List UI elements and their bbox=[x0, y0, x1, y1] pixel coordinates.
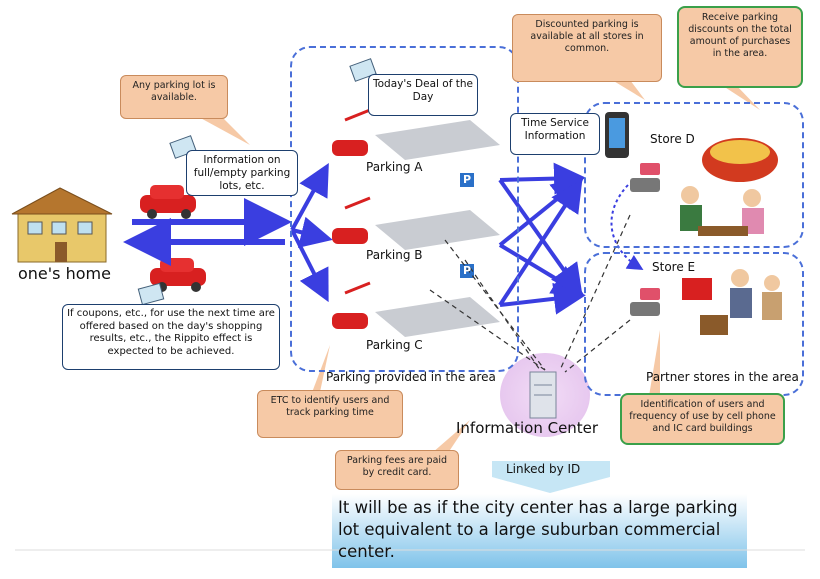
shoppers-icon bbox=[682, 269, 782, 335]
callout-etc: ETC to identify users and track parking … bbox=[257, 390, 403, 438]
parking-lot-c bbox=[332, 264, 500, 337]
partner-stores-label: Partner stores in the area bbox=[646, 370, 799, 384]
phone-icon bbox=[605, 112, 629, 158]
server-icon bbox=[529, 371, 557, 419]
info-center-label: Information Center bbox=[456, 419, 599, 437]
car-icon bbox=[140, 185, 196, 219]
parking-sign-c: P bbox=[463, 264, 472, 277]
card-reader-icon bbox=[630, 178, 660, 192]
linked-by-id-label: Linked by ID bbox=[506, 462, 581, 476]
parking-a-label: Parking A bbox=[366, 160, 423, 174]
store-e-label: Store E bbox=[652, 260, 696, 274]
store-d-label: Store D bbox=[650, 132, 695, 146]
note-time-service: Time Service Information bbox=[510, 113, 600, 155]
info-links bbox=[429, 214, 631, 373]
callout-discount-common: Discounted parking is available at all s… bbox=[512, 14, 662, 82]
note-todays-deal: Today's Deal of the Day bbox=[368, 74, 478, 116]
callout-any-lot: Any parking lot is available. bbox=[120, 75, 228, 119]
parking-sign-b: P bbox=[463, 173, 472, 186]
house-icon bbox=[11, 187, 113, 263]
envelope-icon bbox=[137, 282, 165, 306]
food-bowl-icon bbox=[702, 138, 778, 182]
parking-area-label: Parking provided in the area bbox=[326, 370, 496, 384]
parking-b-label: Parking B bbox=[366, 248, 423, 262]
parking-area-box bbox=[290, 46, 519, 372]
callout-identification: Identification of users and frequency of… bbox=[620, 393, 785, 445]
note-coupons: If coupons, etc., for use the next time … bbox=[62, 304, 280, 370]
home-label: one's home bbox=[18, 264, 111, 283]
card-reader-icon bbox=[630, 302, 660, 316]
linked-by-id-arrow bbox=[492, 461, 610, 493]
parking-lot-b bbox=[332, 173, 500, 250]
note-info-lots: Information on full/empty parking lots, … bbox=[186, 150, 298, 196]
parking-lot-a bbox=[332, 108, 500, 160]
callout-fees-credit: Parking fees are paid by credit card. bbox=[335, 450, 459, 490]
callout-receive-discounts: Receive parking discounts on the total a… bbox=[677, 6, 803, 88]
store-d-box bbox=[584, 102, 804, 248]
car-icon bbox=[150, 258, 206, 292]
parking-c-label: Parking C bbox=[366, 338, 423, 352]
customers-icon bbox=[680, 186, 764, 236]
banner-background bbox=[332, 494, 747, 568]
parking-to-store-arrows bbox=[498, 162, 586, 315]
summary-banner: It will be as if the city center has a l… bbox=[338, 498, 738, 561]
